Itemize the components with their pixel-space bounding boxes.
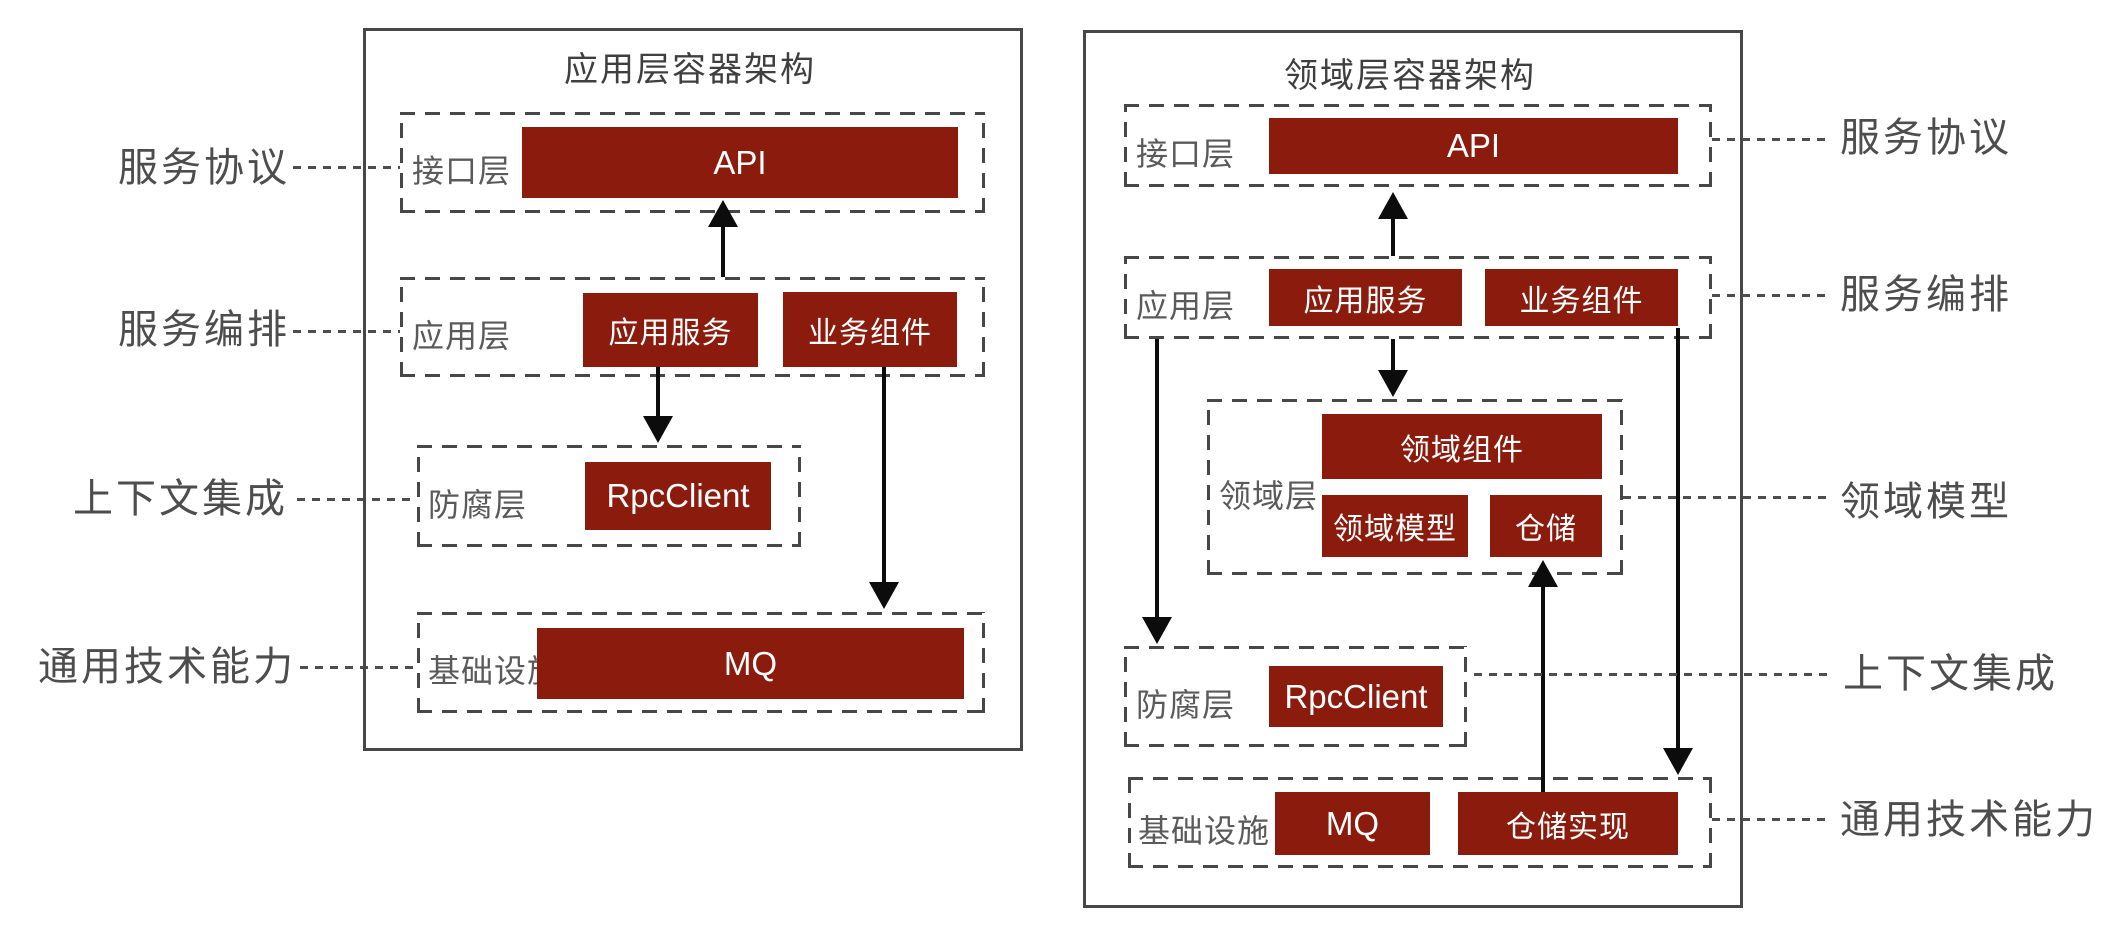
left-diagram-frame (363, 28, 1023, 751)
leader-line (1474, 673, 1828, 676)
component-rpcclient: RpcClient (585, 462, 771, 530)
leader-line (1712, 294, 1828, 297)
arrow-down-icon (643, 416, 673, 443)
right-diagram-frame (1083, 30, 1743, 908)
left-layer-anticorruption-label: 防腐层 (428, 487, 528, 523)
component-domain-component: 领域组件 (1322, 414, 1602, 479)
left-diagram-title: 应用层容器架构 (564, 51, 816, 89)
leader-line (293, 330, 400, 333)
leader-line (300, 666, 417, 669)
leader-line (1623, 496, 1828, 499)
right-layer-anticorruption-label: 防腐层 (1136, 687, 1236, 723)
connector-businesscomponent-to-infrastructure (1676, 328, 1680, 754)
connector-repositoryimpl-to-repository (1541, 580, 1545, 792)
annotation-common-tech-left: 通用技术能力 (38, 645, 296, 689)
annotation-context-integration-right: 上下文集成 (1843, 652, 2058, 696)
leader-line (293, 166, 400, 169)
component-rpcclient: RpcClient (1269, 666, 1443, 727)
component-api: API (1269, 118, 1678, 174)
annotation-service-orchestration-left: 服务编排 (118, 308, 290, 352)
component-mq: MQ (1275, 792, 1430, 855)
component-business-component: 业务组件 (1485, 269, 1678, 326)
connector-appservice-to-api (1391, 212, 1395, 256)
right-layer-application-label: 应用层 (1136, 288, 1236, 324)
component-business-component: 业务组件 (783, 292, 957, 367)
right-layer-infrastructure-label: 基础设施 (1138, 813, 1271, 849)
right-layer-interface-label: 接口层 (1136, 136, 1236, 172)
left-layer-interface-label: 接口层 (412, 153, 512, 189)
component-repository: 仓储 (1490, 495, 1602, 557)
leader-line (1712, 138, 1828, 141)
left-layer-application-label: 应用层 (412, 318, 512, 354)
leader-line (297, 498, 417, 501)
arrow-down-icon (869, 582, 899, 609)
annotation-context-integration-left: 上下文集成 (73, 477, 288, 521)
connector-application-to-rpcclient (1155, 339, 1159, 623)
component-repository-impl: 仓储实现 (1458, 792, 1678, 855)
component-domain-model: 领域模型 (1322, 495, 1468, 557)
component-mq: MQ (537, 628, 964, 699)
leader-line (1712, 818, 1828, 821)
component-api: API (522, 127, 958, 198)
right-layer-domain-label: 领域层 (1219, 478, 1319, 514)
annotation-service-protocol-right: 服务协议 (1840, 116, 2012, 160)
annotation-service-orchestration-right: 服务编排 (1840, 273, 2012, 317)
connector-businesscomponent-to-mq (882, 367, 886, 588)
annotation-common-tech-right: 通用技术能力 (1840, 798, 2098, 842)
connector-appservice-to-api (721, 220, 725, 277)
component-app-service: 应用服务 (1269, 269, 1462, 326)
arrow-down-icon (1142, 617, 1172, 644)
annotation-domain-model-right: 领域模型 (1840, 480, 2012, 524)
arrow-down-icon (1378, 370, 1408, 397)
arrow-down-icon (1663, 748, 1693, 775)
connector-appservice-to-rpcclient (656, 367, 660, 422)
right-diagram-title: 领域层容器架构 (1284, 57, 1536, 95)
connector-appservice-to-domain (1391, 339, 1395, 376)
annotation-service-protocol-left: 服务协议 (118, 146, 290, 190)
component-app-service: 应用服务 (583, 293, 758, 367)
